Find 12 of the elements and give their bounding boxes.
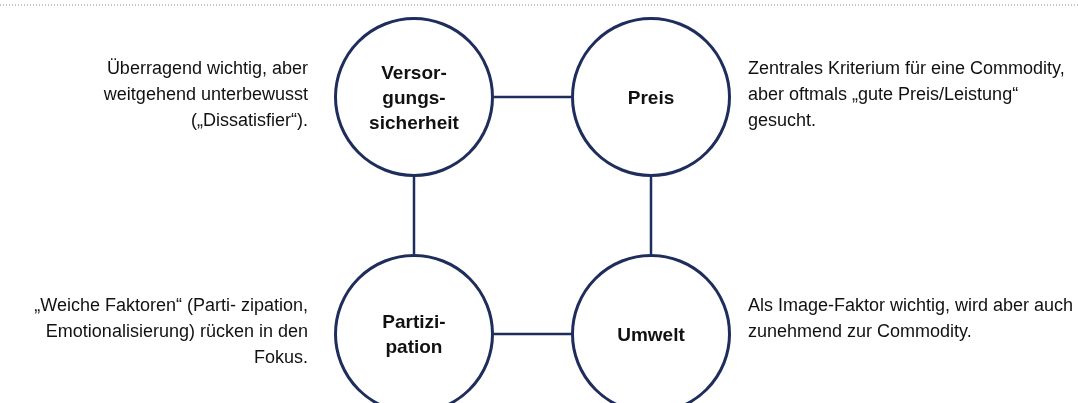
node-label: Versor- gungs- sicherheit (369, 60, 459, 135)
description-text: Überragend wichtig, aber weitgehend unterbewusst („Dissatisfier“). (102, 57, 308, 132)
node-label: Preis (627, 85, 675, 110)
description-text: Zentrales Kriterium für eine Commodity, aber oftmals „gute Preis/Leistung“ gesucht. (748, 57, 1066, 132)
node-label: Umwelt (617, 322, 685, 347)
description-text: Als Image-Faktor wichtig, wird aber auch zunehmend zur Commodity. (748, 294, 1074, 343)
connector-line (494, 95, 571, 99)
node-label: Partizi- pation (382, 310, 446, 359)
connector-line (649, 177, 653, 254)
description-text: „Weiche Faktoren“ (Parti- zipation, Emotionalisierung) rücken in den Fokus. (33, 294, 308, 369)
connector-line (494, 332, 571, 336)
connector-line (412, 177, 416, 254)
